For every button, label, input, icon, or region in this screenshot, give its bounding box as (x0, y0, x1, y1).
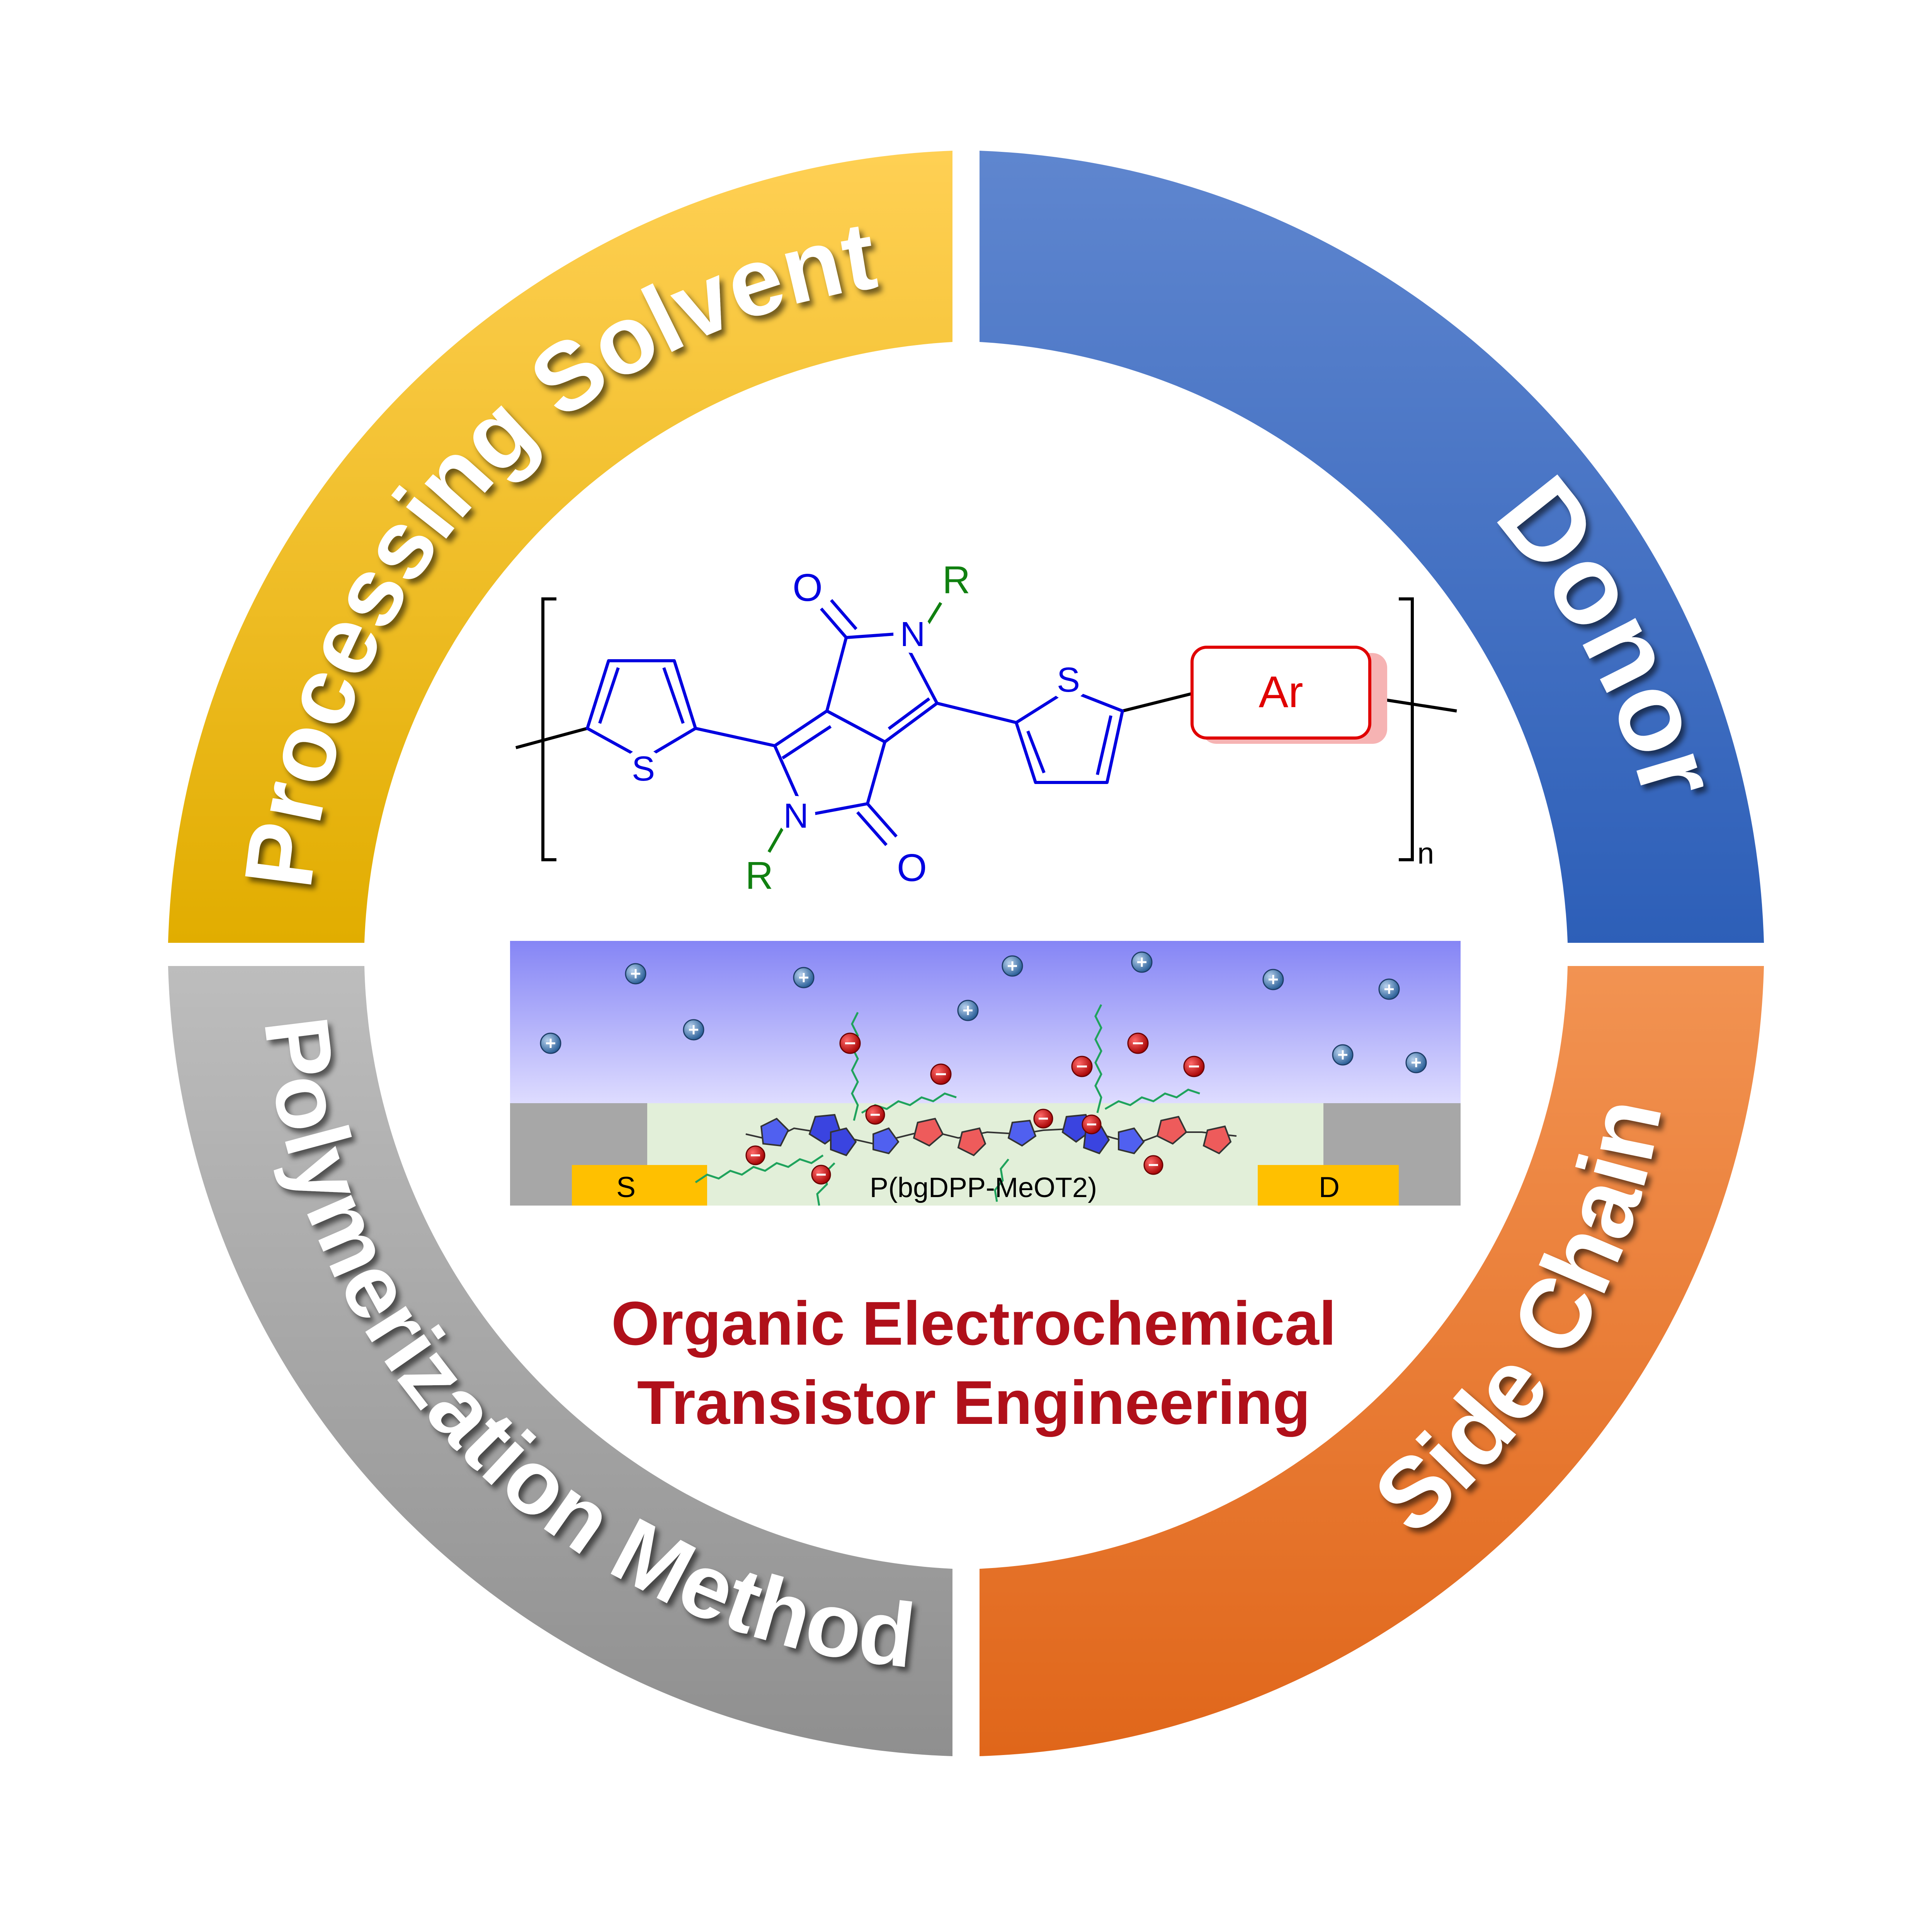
ion-signs (546, 957, 1421, 1176)
bond-thiophene-ar (1122, 692, 1192, 713)
carbonyl-top (820, 607, 848, 639)
ring-red (1156, 1116, 1187, 1145)
ring-red (957, 1127, 986, 1156)
title-line-2: Transistor Engineering (637, 1368, 1311, 1437)
electrolyte (510, 941, 1461, 1103)
title-line-1: Organic Electrochemical (611, 1289, 1336, 1358)
ring-blue (1007, 1119, 1037, 1147)
double-bond (662, 667, 685, 724)
double-bond (1026, 730, 1046, 774)
atom-n-top: N (900, 615, 925, 654)
ring-red (1202, 1125, 1232, 1155)
drain-label: D (1319, 1171, 1340, 1203)
bond-n-r (767, 824, 786, 853)
double-bond (1096, 715, 1112, 775)
ring (168, 151, 1764, 1756)
ring-red (913, 1117, 944, 1147)
group-r-top: R (942, 558, 970, 602)
ring-blue (872, 1127, 900, 1155)
source-label: S (616, 1171, 636, 1203)
chemical-structure: n (515, 558, 1457, 897)
carbonyl-top (830, 599, 858, 630)
atom-n-bottom: N (784, 797, 809, 835)
atom-labels: S S N N O O R R (623, 558, 1088, 897)
drain-electrode (1258, 1165, 1399, 1206)
oect-device: S D P(bgDPP-MeOT2) (510, 941, 1461, 1206)
polymer-label: P(bgDPP-MeOT2) (870, 1172, 1097, 1203)
ar-box (1190, 646, 1371, 740)
double-bond (598, 667, 620, 724)
bond (695, 727, 775, 747)
polymer-backbone (586, 599, 1124, 853)
double-bond (781, 725, 832, 760)
carbonyl-bottom (866, 803, 898, 838)
ring-blue (830, 1127, 857, 1156)
bond-link-left (515, 727, 588, 749)
polymer-chain (745, 1114, 1237, 1156)
segment-side-chain (980, 966, 1764, 1756)
carbonyl-bottom (856, 811, 888, 846)
atom-s-right: S (1057, 661, 1080, 699)
atom-o-top: O (793, 566, 823, 609)
atom-s-left: S (632, 750, 655, 788)
segment-donor (980, 151, 1764, 943)
bracket-right (1399, 597, 1414, 861)
bond (937, 702, 1017, 724)
atom-o-bottom: O (897, 846, 927, 889)
ar-label: Ar (1259, 667, 1303, 717)
ring-blue (1118, 1127, 1145, 1155)
segment-polymerization-method (168, 966, 952, 1756)
segment-processing-solvent (168, 151, 952, 943)
group-r-bottom: R (745, 854, 773, 897)
ring-blue (760, 1117, 789, 1147)
source-electrode (572, 1165, 707, 1206)
subscript-n: n (1417, 836, 1434, 870)
double-bond (888, 697, 930, 730)
bracket-left (541, 597, 556, 861)
